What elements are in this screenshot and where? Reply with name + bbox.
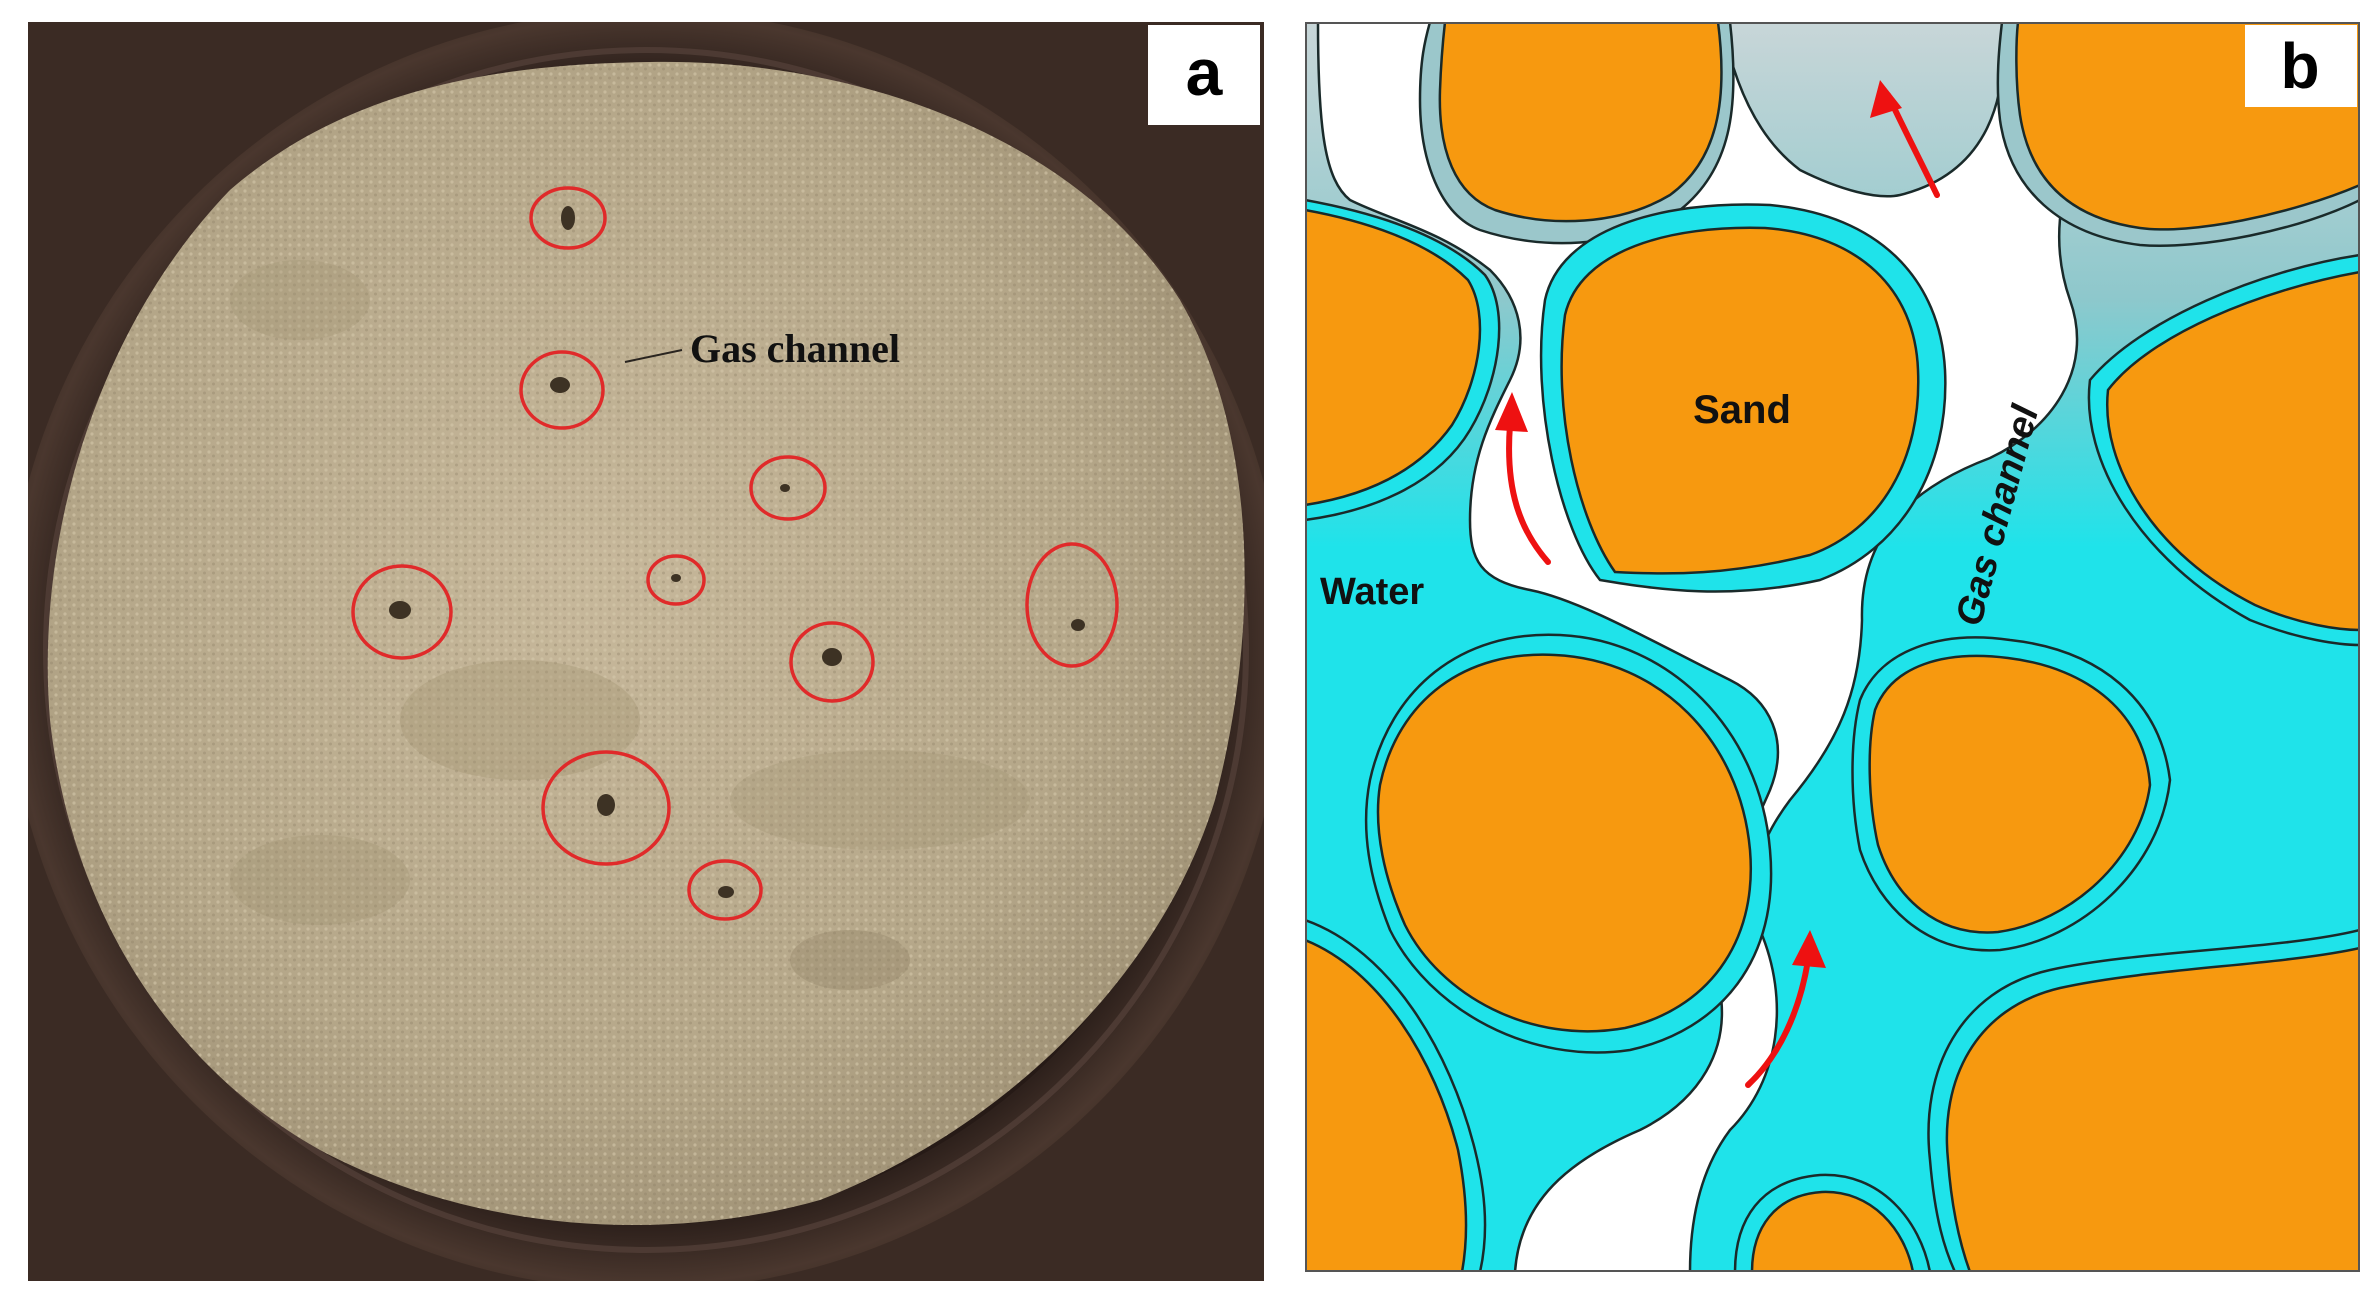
channel-marker-circle	[351, 564, 453, 660]
panel-b-frame	[1305, 22, 2360, 1272]
sand-shadow	[230, 260, 370, 340]
panel-a-label-box	[1148, 25, 1260, 125]
channel-marker-circle	[529, 186, 607, 250]
sand-grain	[1305, 938, 1468, 1272]
panel-a-photo: a Gas channel	[28, 22, 1264, 1281]
channel-marker-circle	[749, 455, 827, 521]
annotation-leader	[624, 349, 683, 363]
dish-rim-ring	[43, 47, 1249, 1253]
flow-arrow	[1506, 422, 1551, 565]
sand-texture	[47, 61, 1245, 1226]
gas-channel-hole	[389, 601, 411, 619]
channel-holes	[389, 206, 1085, 898]
arrowhead	[1870, 80, 1902, 118]
sand-grain	[1868, 654, 2152, 934]
sand-shadow	[730, 750, 1030, 850]
arrowhead	[1792, 930, 1826, 968]
sand-shadow	[400, 660, 640, 780]
arrowhead	[1495, 392, 1528, 432]
sand-grain-labeled	[1560, 226, 1920, 575]
arrowheads	[1495, 80, 1902, 968]
sand-grain	[1945, 946, 2360, 1272]
water-label: Water	[1320, 571, 1424, 613]
gas-channel-hole	[597, 794, 615, 816]
channel-marker-circle	[646, 554, 706, 606]
channel-marker-circle	[541, 750, 671, 866]
sand-label: Sand	[1693, 388, 1791, 432]
channel-marker-circle	[1025, 542, 1119, 668]
channel-marker-circle	[789, 621, 875, 703]
gas-channel-hole	[561, 206, 575, 230]
sand-grain	[2105, 270, 2360, 632]
sand-grain	[1376, 653, 1753, 1033]
sand-shadow	[790, 930, 910, 990]
sand-grain	[1438, 22, 1723, 223]
sand-grain	[1750, 1190, 1915, 1272]
gas-channel-hole	[822, 648, 842, 666]
channel-marker-circle	[519, 350, 605, 430]
sand-grain	[1305, 208, 1482, 507]
panel-b-label-box	[2245, 25, 2357, 107]
gas-channel-annotation: Gas channel	[690, 326, 900, 371]
gas-channel-hole	[550, 377, 570, 393]
sand-shadow	[230, 835, 410, 925]
panel-b-label: b	[2280, 30, 2319, 102]
channel-markers	[351, 186, 1119, 921]
panel-a-label: a	[1186, 35, 1224, 109]
gas-channel-hole	[780, 484, 790, 492]
gas-channel-hole	[1071, 619, 1085, 631]
channel-marker-circle	[687, 859, 763, 921]
gas-channel-hole	[671, 574, 681, 582]
flow-arrow	[1745, 957, 1811, 1088]
gas-channel-hole	[718, 886, 734, 898]
panel-b-schematic: Sand Water Gas channel b	[1305, 22, 2360, 1272]
sand-grains	[1305, 22, 2360, 1272]
